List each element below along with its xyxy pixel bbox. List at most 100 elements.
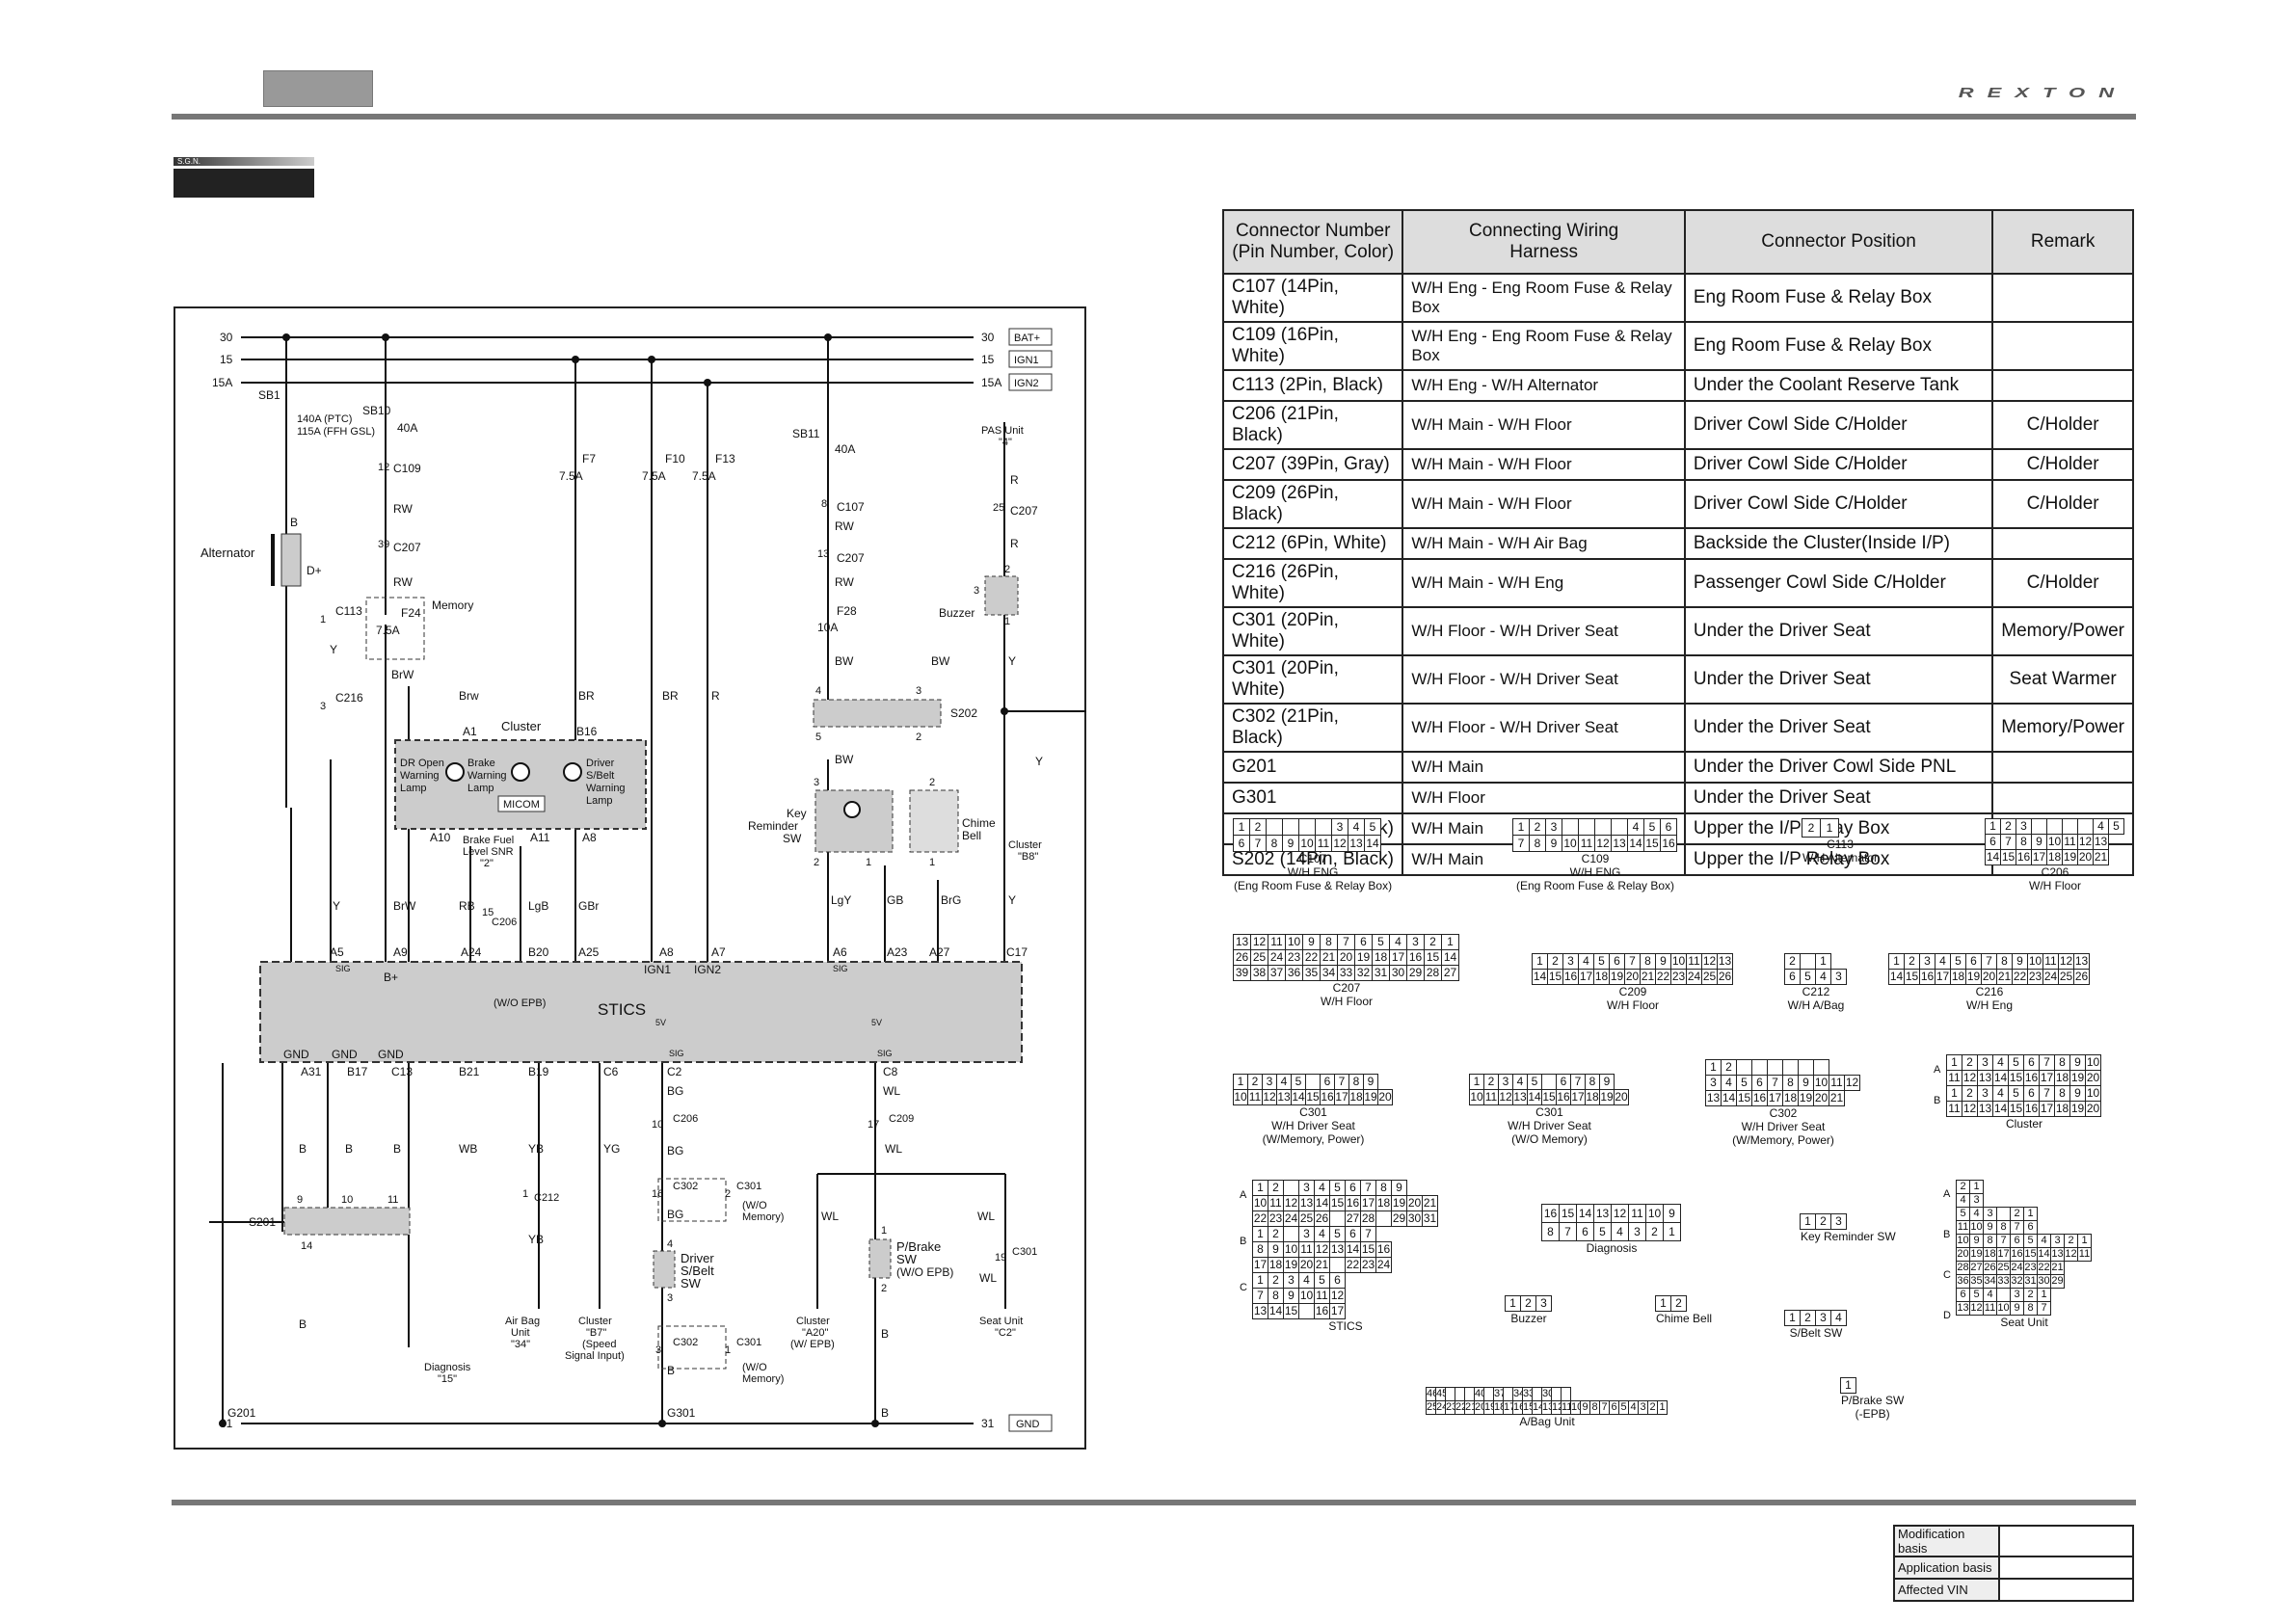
connector-pin: 19: [1391, 1195, 1407, 1211]
connector-pin: 17: [2039, 1101, 2055, 1117]
connector-pin: 11: [1946, 1101, 1962, 1117]
connector-pin: 4: [1611, 1222, 1629, 1241]
connector-caption: C301: [1535, 1105, 1563, 1119]
connector-pin: 20: [1624, 969, 1641, 985]
connector-pin: 14: [1888, 969, 1905, 985]
svg-text:C209: C209: [889, 1113, 914, 1125]
connector-pin: 8: [1983, 1234, 1997, 1248]
connector-pin: 10: [1285, 934, 1303, 950]
svg-text:RW: RW: [835, 575, 854, 589]
connector-pin: 26: [1314, 1211, 1330, 1227]
svg-text:R: R: [1010, 473, 1019, 487]
connector-pin: 15: [2023, 1247, 2038, 1262]
table-row: C113 (2Pin, Black)W/H Eng - W/H Alternat…: [1221, 369, 2134, 402]
svg-text:A9: A9: [393, 945, 408, 959]
table-cell: [1991, 751, 2134, 784]
connector-pin: 13: [1233, 934, 1251, 950]
connector-pin: [1329, 1211, 1346, 1227]
connector-pin: [1298, 1303, 1315, 1319]
connector-pin: 11: [1686, 953, 1702, 970]
connector-pin: 22: [2037, 1261, 2051, 1275]
connector-pin: 16: [1660, 835, 1677, 852]
connector-pin: 11: [1829, 1075, 1845, 1091]
svg-text:SB11: SB11: [792, 427, 820, 440]
table-cell: Under the Driver Seat: [1683, 703, 1994, 753]
connector-pin: 20: [1337, 949, 1355, 966]
connector-pin: 1: [1441, 934, 1459, 950]
connector-pin: 20: [2085, 1070, 2101, 1086]
connector-pin: 3: [1535, 1295, 1552, 1312]
connector-pin: 22: [1302, 949, 1321, 966]
table-row: C107 (14Pin, White)W/H Eng - Eng Room Fu…: [1221, 273, 2134, 323]
connector-pin: 16: [1751, 1090, 1768, 1106]
svg-text:7.5A: 7.5A: [692, 469, 716, 483]
col-remark: Remark: [1991, 209, 2134, 275]
svg-text:40A: 40A: [835, 442, 855, 456]
svg-text:39: 39: [378, 539, 389, 550]
svg-text:WL: WL: [883, 1084, 900, 1098]
svg-text:Unit: Unit: [511, 1327, 530, 1339]
connector-pin: 14: [1268, 1303, 1284, 1319]
table-cell: Under the Driver Seat: [1683, 654, 1994, 705]
svg-text:GND: GND: [1016, 1419, 1040, 1430]
table-cell: G301: [1221, 782, 1404, 814]
svg-text:B: B: [667, 1364, 675, 1377]
connector-pin: [2077, 818, 2094, 835]
connector-pin: 10: [1298, 835, 1316, 852]
connector-pin: 12: [2064, 1247, 2078, 1262]
connector-pin: 2: [1962, 1085, 1978, 1102]
connector-pin: 24: [1375, 1257, 1392, 1273]
table-cell: C216 (26Pin, White): [1221, 558, 1404, 608]
connector-pin: 6: [1233, 835, 1250, 852]
svg-text:Seat Unit: Seat Unit: [979, 1316, 1023, 1327]
connector-pin: 10: [1969, 1220, 1984, 1235]
svg-text:2: 2: [881, 1283, 887, 1294]
svg-text:3: 3: [320, 701, 326, 712]
svg-text:GND: GND: [283, 1048, 309, 1061]
connector-pin: 1: [1233, 1074, 1248, 1090]
connector-pin: 2: [1956, 1180, 1970, 1194]
connector-pin: 3: [1815, 1310, 1831, 1326]
connector-pin: 5: [1372, 934, 1390, 950]
connector-pin: 1: [1252, 1272, 1268, 1289]
table-cell: G201: [1221, 751, 1404, 784]
svg-text:SB10: SB10: [362, 404, 391, 417]
connector-pin: 13: [1348, 835, 1365, 852]
svg-text:YG: YG: [603, 1142, 620, 1156]
connector-pin: 35: [1969, 1274, 1984, 1289]
connector-pin: 12: [2058, 953, 2074, 970]
connector-pin: [1283, 1180, 1299, 1196]
connector-pin: 2: [1547, 953, 1563, 970]
connector-pin: 29: [2050, 1274, 2065, 1289]
connector-pin: 18: [2054, 1101, 2070, 1117]
connector-pin: 4: [1389, 934, 1407, 950]
svg-text:A5: A5: [330, 945, 344, 959]
connector-pin: [1298, 818, 1316, 836]
connector-pin: 38: [1250, 965, 1268, 981]
connector-pin: 22: [2012, 969, 2028, 985]
connector-pin: 5: [2108, 818, 2124, 835]
connector-pin: 10: [1645, 1204, 1664, 1223]
connector-pin: 7: [1252, 1288, 1268, 1304]
svg-text:GND: GND: [378, 1048, 404, 1061]
connector-pin: 13: [1252, 1303, 1268, 1319]
svg-text:Bell: Bell: [962, 829, 981, 842]
connector-pin: [1813, 1059, 1829, 1076]
connector-caption: W/H Driver Seat: [1508, 1119, 1591, 1132]
svg-text:"15": "15": [438, 1373, 457, 1385]
connector-pin: 20: [1956, 1247, 1970, 1262]
connector-pin: 23: [1268, 1211, 1284, 1227]
connector-pin: 13: [2093, 834, 2109, 850]
connector-pin: 5: [1593, 1222, 1612, 1241]
connector-pin: 28: [1360, 1211, 1376, 1227]
connector-pin: 28: [1424, 965, 1442, 981]
svg-text:Warning: Warning: [467, 770, 507, 782]
connector-pin: 8: [1996, 1220, 2011, 1235]
connector-pin: 24: [2010, 1261, 2024, 1275]
table-cell: C301 (20Pin, White): [1221, 654, 1404, 705]
connector-pin: 6: [2023, 1085, 2040, 1102]
connector-pin: 12: [1331, 835, 1348, 852]
svg-text:R: R: [1010, 537, 1019, 550]
